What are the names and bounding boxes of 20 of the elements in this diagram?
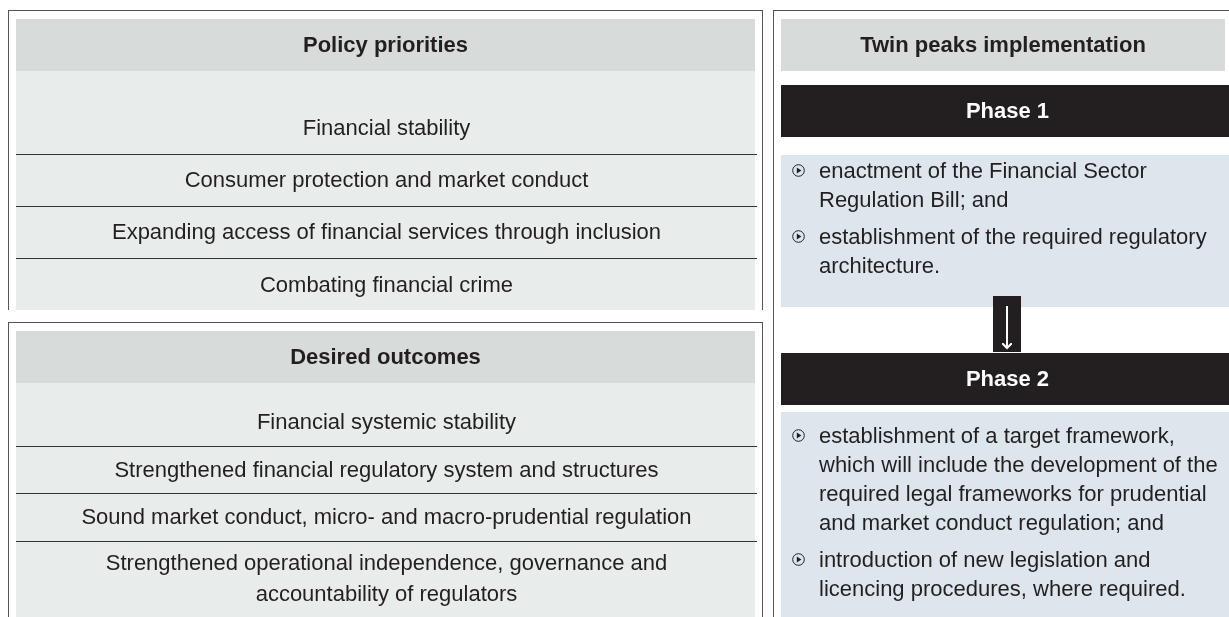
panel-heading: Desired outcomes <box>16 331 755 383</box>
phase-heading: Phase 2 <box>781 353 1229 405</box>
list-item-text: Financial systemic stability <box>256 407 517 436</box>
list-item-text: Sound market conduct, micro- and macro-prudential regulation <box>81 503 692 532</box>
list-item-text: Financial stability <box>302 114 471 143</box>
bullet-text: establishment of a target framework, which will include the development of the required legal frameworks for prudential and market conduct regulation; and <box>819 422 1219 537</box>
list-item-text: Combating financial crime <box>259 270 514 299</box>
panel-frame <box>8 10 763 310</box>
panel-frame <box>8 322 763 617</box>
panel-heading: Policy priorities <box>16 19 755 71</box>
panel-frame <box>773 10 1229 617</box>
bullet-text: establishment of the required regulatory architecture. <box>819 223 1208 280</box>
list-item-text: Strengthened operational independence, governance and accountability of regulators <box>104 549 669 608</box>
list-item-text: Consumer protection and market conduct <box>184 166 589 195</box>
panel-heading: Twin peaks implementation <box>781 19 1225 71</box>
bullet-text: enactment of the Financial Sector Regulation Bill; and <box>819 157 1148 214</box>
phase-heading: Phase 1 <box>781 85 1229 137</box>
list-item-text: Expanding access of financial services through inclusion <box>111 218 662 247</box>
list-item-text: Strengthened financial regulatory system and structures <box>114 455 659 484</box>
bullet-text: introduction of new legislation and licencing procedures, where required. <box>819 546 1187 603</box>
